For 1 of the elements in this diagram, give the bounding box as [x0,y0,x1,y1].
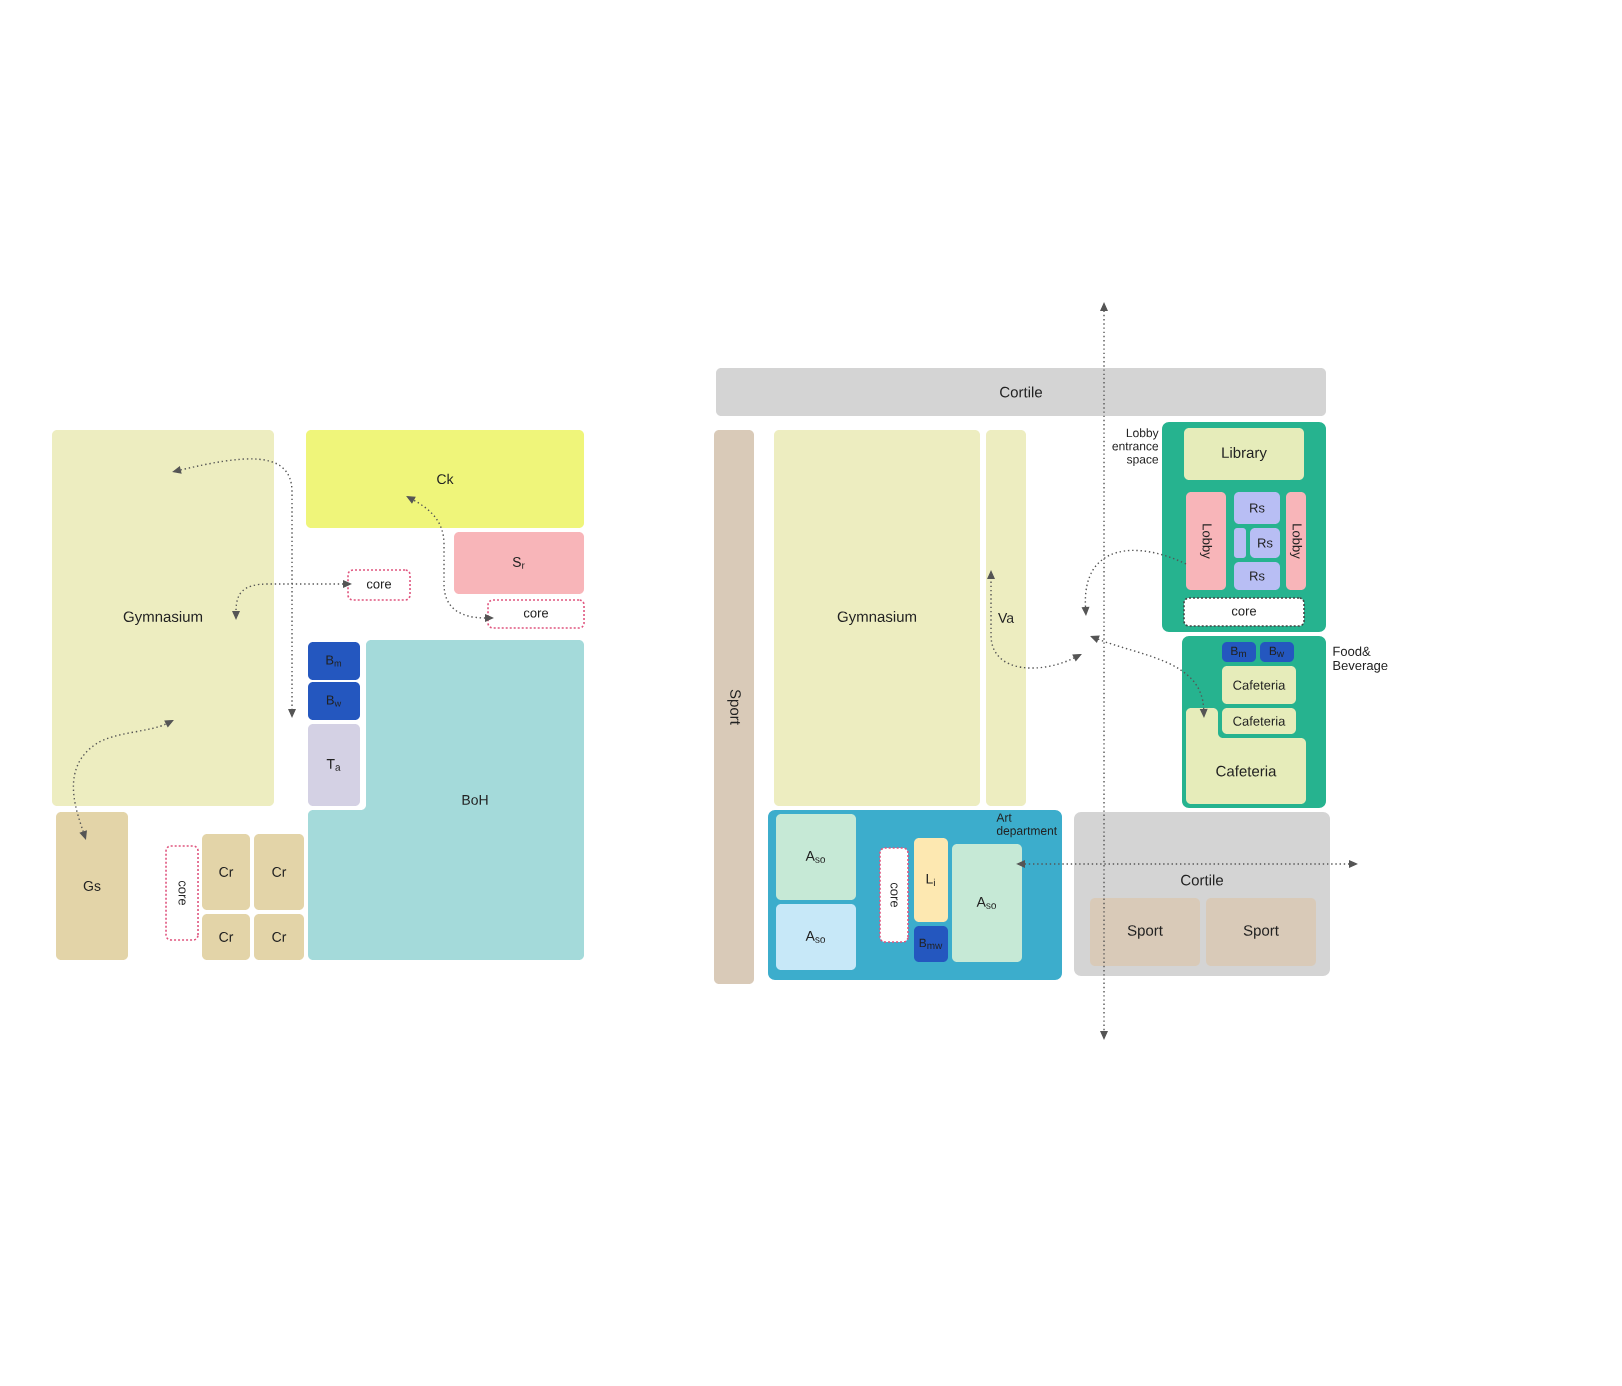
room-block [1234,528,1246,558]
